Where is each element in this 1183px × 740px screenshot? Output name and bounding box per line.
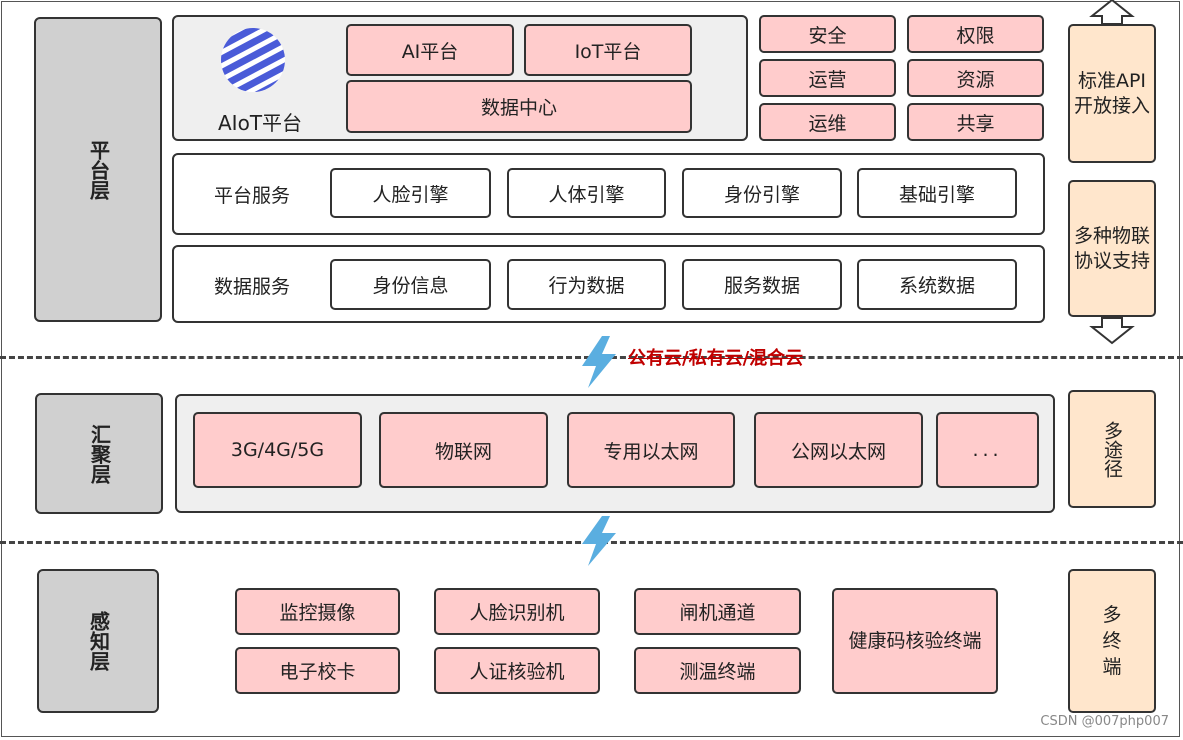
capability-security: 安全 — [759, 15, 896, 53]
platform-service-item: 人脸引擎 — [330, 168, 491, 218]
device-item: 闸机通道 — [634, 588, 801, 635]
capability-permission: 权限 — [907, 15, 1044, 53]
platform-service-item: 基础引擎 — [857, 168, 1017, 218]
iot-protocols-side-box: 多种物联协议支持 — [1068, 180, 1156, 317]
device-item: 人证核验机 — [434, 647, 600, 694]
network-item: 公网以太网 — [754, 412, 923, 488]
data-service-item: 身份信息 — [330, 259, 491, 310]
multi-path-side-box: 多途径 — [1068, 390, 1156, 508]
network-item: 物联网 — [379, 412, 548, 488]
aiot-platform-label: AIoT平台 — [218, 111, 303, 135]
capability-maintenance: 运维 — [759, 103, 896, 141]
lightning-icon — [582, 516, 616, 566]
platform-service-item: 身份引擎 — [682, 168, 842, 218]
aiot-logo-icon — [221, 28, 285, 92]
health-code-terminal-box: 健康码核验终端 — [832, 588, 998, 694]
device-item: 电子校卡 — [235, 647, 400, 694]
platform-services-label: 平台服务 — [213, 184, 290, 207]
data-service-item: 行为数据 — [507, 259, 666, 310]
network-item: 专用以太网 — [567, 412, 735, 488]
aggregation-layer-label: 汇聚层 — [35, 393, 163, 514]
data-service-item: 系统数据 — [857, 259, 1017, 310]
perception-layer-label: 感知层 — [37, 569, 159, 713]
data-service-item: 服务数据 — [682, 259, 842, 310]
multi-terminal-side-box: 多终端 — [1068, 569, 1156, 713]
watermark: CSDN @007php007 — [1040, 714, 1169, 729]
lightning-icon — [582, 336, 616, 388]
platform-service-item: 人体引擎 — [507, 168, 666, 218]
network-item-more: ... — [936, 412, 1039, 488]
data-services-label: 数据服务 — [213, 275, 290, 298]
cloud-deployment-label: 公有云/私有云/混合云 — [628, 344, 804, 370]
device-item: 监控摄像 — [235, 588, 400, 635]
data-center-box: 数据中心 — [346, 80, 692, 133]
capability-operation: 运营 — [759, 59, 896, 97]
device-item: 测温终端 — [634, 647, 801, 694]
device-item: 人脸识别机 — [434, 588, 600, 635]
network-item: 3G/4G/5G — [193, 412, 362, 488]
capability-sharing: 共享 — [907, 103, 1044, 141]
ai-platform-box: AI平台 — [346, 24, 514, 76]
platform-layer-label: 平台层 — [34, 17, 162, 322]
standard-api-side-box: 标准API开放接入 — [1068, 24, 1156, 163]
capability-resource: 资源 — [907, 59, 1044, 97]
iot-platform-box: IoT平台 — [524, 24, 692, 76]
